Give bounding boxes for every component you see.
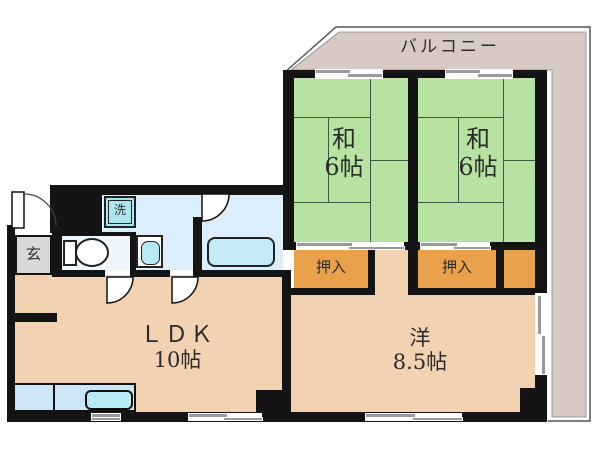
washitsu1-label: 和 6帖 [324, 125, 364, 181]
entrance-box [15, 235, 52, 275]
washing-machine [104, 196, 136, 228]
closet2-label: 押入 [441, 258, 472, 276]
wall-washitsu-left [283, 70, 294, 250]
wall-washroom-top [50, 185, 283, 195]
wall-bottom [7, 412, 547, 422]
western-label: 洋 8.5帖 [392, 326, 448, 375]
window-western-south [365, 413, 463, 421]
closet2-box [418, 250, 496, 288]
closet1-box [294, 250, 368, 288]
pillar-ldk [256, 390, 291, 412]
sliding-door-washitsu1 [296, 242, 405, 250]
wall-outer-left [7, 225, 15, 422]
window-ldk-small [91, 413, 121, 421]
closet1-label: 押入 [315, 258, 346, 276]
washitsu2-label: 和 6帖 [458, 125, 498, 181]
window-washitsu1 [315, 69, 383, 79]
kitchen-counter [13, 383, 136, 412]
closet3-box [504, 250, 535, 288]
bathtub [207, 237, 275, 267]
toilet-bowl [75, 238, 109, 267]
wall-ldk-western [282, 270, 291, 412]
wall-tatami-bottom [283, 242, 547, 250]
wall-stub-left [15, 313, 57, 322]
kitchen-sink [85, 390, 133, 410]
window-western-east [535, 293, 547, 375]
closet-passage [375, 250, 411, 300]
balcony-label: バルコニー [400, 37, 500, 57]
western-room [291, 295, 535, 412]
washbasin-cabinet [136, 235, 163, 268]
window-washitsu2 [445, 69, 513, 79]
ldk-label: ＬＤＫ 10帖 [140, 322, 215, 373]
wall-washitsu-mid [408, 70, 418, 295]
laundry-label: 洗 [113, 203, 126, 217]
entrance-label: 玄 [25, 245, 41, 263]
window-ldk-large [188, 413, 263, 421]
pillar-western [520, 388, 547, 412]
wall-east-upper [535, 70, 547, 295]
bath-doorway [193, 195, 202, 217]
sliding-door-washitsu2 [420, 242, 491, 250]
